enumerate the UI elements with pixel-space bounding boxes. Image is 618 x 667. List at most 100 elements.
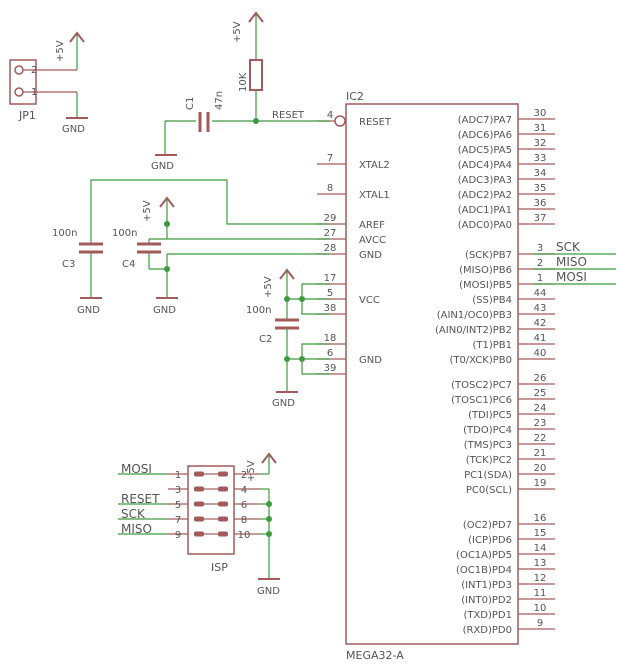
isp-left-pin-number: 7 xyxy=(175,515,181,526)
isp-left-pin-number: 5 xyxy=(175,500,181,511)
ic2-right-pin-name: (T1)PB1 xyxy=(472,340,512,351)
ic2-left-pin-name: GND xyxy=(359,355,382,366)
c1-name: C1 xyxy=(185,97,196,110)
isp-pad-left xyxy=(194,501,204,507)
ic2-left-pin-number: 4 xyxy=(327,110,333,121)
r1-value: 10K xyxy=(238,72,249,92)
ic2-right-pin-number: 16 xyxy=(534,513,547,524)
c2-name: C2 xyxy=(259,334,272,345)
ic2-right-pin-number: 13 xyxy=(534,558,547,569)
ic2-value: MEGA32-A xyxy=(346,649,404,662)
isp-net-label: RESET xyxy=(121,492,160,506)
ic2-right-pin-name: (ADC0)PA0 xyxy=(458,220,512,231)
ic2-left-pin-name: VCC xyxy=(359,295,380,306)
ic2-right-pin-number: 23 xyxy=(534,418,547,429)
ic2-pins: 4RESET7XTAL28XTAL129AREF27AVCC28GND175VC… xyxy=(317,108,555,636)
ic2-right-pin-name: (INT0)PD2 xyxy=(461,595,512,606)
r1-vcc-label: +5V xyxy=(232,21,243,43)
ic2-right-pin-name: (T0/XCK)PB0 xyxy=(449,355,512,366)
ic2-right-pin-number: 44 xyxy=(534,288,547,299)
isp-pad-right xyxy=(218,531,228,537)
reset-inversion-circle xyxy=(334,115,346,127)
jp1-gnd-label: GND xyxy=(62,124,85,135)
ic2-right-pin-number: 34 xyxy=(534,168,547,179)
ic2-right-pin-name: (OC1B)PD4 xyxy=(456,565,512,576)
isp-net-label: SCK xyxy=(121,507,146,521)
ic2-left-pin-number: 38 xyxy=(324,303,337,314)
ic2-right-pin-number: 14 xyxy=(534,543,547,554)
ic2-right-pin-name: PC1(SDA) xyxy=(464,470,512,481)
ic2-right-pin-number: 37 xyxy=(534,213,547,224)
ic2-left-pin-name: XTAL2 xyxy=(359,160,390,171)
ic2-left-pin-number: 29 xyxy=(324,213,337,224)
c4-gnd-label: GND xyxy=(153,305,176,316)
jp1-gnd-symbol: GND xyxy=(62,117,88,135)
jp1-vcc-symbol: +5V xyxy=(55,31,85,62)
ic2-right-pin-number: 33 xyxy=(534,153,547,164)
ic2-left-pin-number: 18 xyxy=(324,333,337,344)
ic2-right-pin-name: (RXD)PD0 xyxy=(463,625,512,636)
ic2-right-pin-name: (TMS)PC3 xyxy=(464,440,512,451)
ic2-right-pin-name: (MISO)PB6 xyxy=(459,265,512,276)
c1-capacitor: C1 47n GND xyxy=(151,91,330,172)
isp-right-pin-number: 10 xyxy=(238,530,251,541)
ic2-right-pin-number: 36 xyxy=(534,198,547,209)
ic2-right-pin-number: 41 xyxy=(534,333,547,344)
ic2-right-pin-number: 20 xyxy=(534,463,547,474)
c1-value: 47n xyxy=(214,91,225,110)
ic2-right-pin-number: 42 xyxy=(534,318,547,329)
c2-vcc-label: +5V xyxy=(263,276,274,298)
ic2-right-pin-name: (TXD)PD1 xyxy=(463,610,512,621)
isp-left-pin-number: 1 xyxy=(175,470,181,481)
c3-capacitor: 100n C3 GND xyxy=(52,179,329,316)
ic2-left-pin-name: RESET xyxy=(359,117,392,128)
jp1-connector: 2 1 JP1 xyxy=(9,35,78,122)
ic2-right-pin-number: 31 xyxy=(534,123,547,134)
ic2-right-pin-number: 26 xyxy=(534,373,547,384)
c3-value: 100n xyxy=(52,228,77,239)
ic2-right-pin-number: 40 xyxy=(534,348,547,359)
ic2-right-pin-name: (ADC6)PA6 xyxy=(458,130,512,141)
ic2-left-pin-name: XTAL1 xyxy=(359,190,390,201)
ic2-left-pin-number: 5 xyxy=(327,288,333,299)
ic2-right-pin-name: (MOSI)PB5 xyxy=(459,280,512,291)
ic2-right-pin-name: (ICP)PD6 xyxy=(468,535,512,546)
ic2-right-pin-name: (SS)PB4 xyxy=(472,295,512,306)
ic2-right-pin-name: (ADC3)PA3 xyxy=(458,175,512,186)
isp-right-pin-number: 8 xyxy=(241,515,247,526)
c2-gnd-label: GND xyxy=(272,398,295,409)
ic2-left-pin-number: 27 xyxy=(324,228,337,239)
c3-gnd-label: GND xyxy=(77,305,100,316)
ic2-right-pin-number: 15 xyxy=(534,528,547,539)
c1-gnd-label: GND xyxy=(151,161,174,172)
ic2-left-pin-name: AVCC xyxy=(359,235,386,246)
ic2-left-pin-name: GND xyxy=(359,250,382,261)
ic2-right-pin-name: (AIN1/OC0)PB3 xyxy=(437,310,512,321)
spi-nets: SCK MISO MOSI xyxy=(533,240,616,285)
ic2-right-pin-name: (SCK)PB7 xyxy=(465,250,512,261)
ic2-left-pin-name: AREF xyxy=(359,220,385,231)
ic2-right-pin-number: 22 xyxy=(534,433,547,444)
c2-value: 100n xyxy=(246,305,271,316)
r1-resistor: +5V 10K xyxy=(232,11,264,121)
ic2-right-pin-name: (TDO)PC4 xyxy=(463,425,512,436)
reset-junction xyxy=(253,118,259,124)
ic2-right-pin-name: (TOSC2)PC7 xyxy=(451,380,512,391)
c3-name: C3 xyxy=(62,259,75,270)
ic2-right-pin-name: (ADC2)PA2 xyxy=(458,190,512,201)
isp-gnd-label: GND xyxy=(257,586,280,597)
ic2-right-pin-number: 19 xyxy=(534,478,547,489)
c4-value: 100n xyxy=(112,228,137,239)
jp1-pad-1 xyxy=(14,87,24,97)
net-miso: MISO xyxy=(556,255,587,269)
isp-right-pin-number: 2 xyxy=(241,470,247,481)
ic2-right-pin-number: 30 xyxy=(534,108,547,119)
isp-left-pin-number: 3 xyxy=(175,485,181,496)
ic2-right-pin-number: 2 xyxy=(537,258,543,269)
isp-net-label: MISO xyxy=(121,522,152,536)
ic2-right-pin-name: (ADC1)PA1 xyxy=(458,205,512,216)
isp-body xyxy=(187,465,235,555)
isp-pad-right xyxy=(218,486,228,492)
jp1-pad-2 xyxy=(14,65,24,75)
